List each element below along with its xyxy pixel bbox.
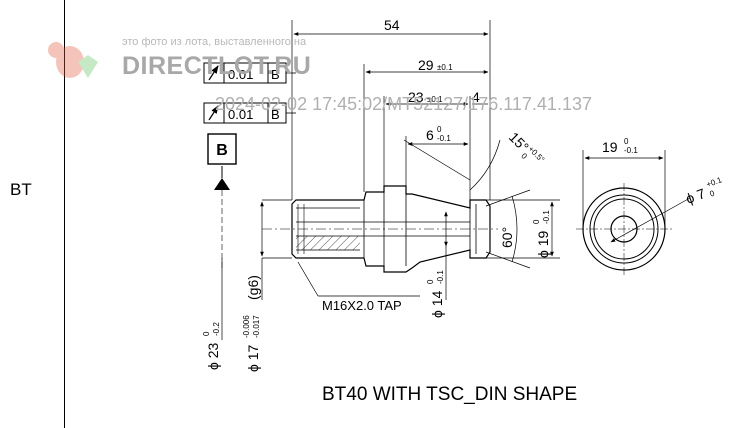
dia19-end-tol-lo: -0.1 (624, 146, 638, 155)
svg-text:0: 0 (532, 219, 541, 224)
dim-23: 23 (408, 89, 424, 105)
runout-1-datum: B (271, 67, 280, 82)
svg-text:ϕ 7: ϕ 7 (684, 185, 708, 207)
dim-overall: 54 (384, 17, 400, 33)
watermark-stamp: 2024-02-02 17:45:02/MT52127/176.117.41.1… (215, 94, 592, 114)
dim-6: 6 (426, 127, 434, 143)
svg-text:-0.2: -0.2 (212, 322, 221, 336)
svg-text:ϕ 14: ϕ 14 (429, 290, 445, 318)
svg-text:-0.1: -0.1 (436, 270, 445, 284)
dia19-side-dimension (470, 199, 560, 259)
dim-6-tol-lo: -0.1 (437, 134, 451, 143)
angle-15-label: 15° +0.5° 0 (506, 129, 546, 164)
thread-leader (297, 261, 420, 297)
dia7-label: ϕ 7 +0.1 0 (684, 175, 724, 207)
dia23-label: ϕ 23 0 -0.2 (202, 322, 221, 370)
datum-b-marker (214, 166, 230, 270)
datum-b-box (207, 133, 237, 165)
watermark-squirrel-icon (48, 42, 98, 78)
runout-2-datum: B (271, 107, 280, 122)
pull-stud-side-view (262, 185, 498, 273)
horizontal-dimensions (291, 20, 501, 200)
watermark-caption: это фото из лота, выставленного на (122, 36, 307, 48)
svg-text:0: 0 (202, 331, 211, 336)
dia23-dimension (221, 199, 292, 340)
drawing-caption: BT40 WITH TSC_DIN SHAPE (322, 384, 578, 405)
dim-29: 29 (418, 57, 434, 73)
dia19-end-tol-up: 0 (624, 137, 629, 146)
sidebar-label: BT (10, 180, 32, 199)
svg-text:0: 0 (426, 279, 435, 284)
svg-text:ϕ 23: ϕ 23 (205, 342, 221, 370)
svg-text:-0.1: -0.1 (542, 210, 551, 224)
svg-text:-0.006: -0.006 (242, 315, 251, 338)
angle-60 (485, 189, 531, 269)
svg-text:(g6): (g6) (245, 275, 261, 300)
pull-stud-end-view (576, 150, 691, 275)
runout-1-value: 0.01 (228, 67, 253, 82)
svg-text:0: 0 (519, 151, 529, 161)
section-hatch (296, 236, 360, 250)
runout-frame-2: 0.01 B (203, 102, 296, 124)
dia14-label: ϕ 14 0 -0.1 (426, 270, 445, 318)
dim-4: 4 (472, 89, 480, 105)
svg-text:ϕ 19: ϕ 19 (535, 230, 551, 258)
sidebar-divider (64, 0, 65, 428)
svg-text:+0.1: +0.1 (705, 175, 723, 189)
angle-60-label: 60° (499, 227, 515, 248)
svg-text:-0.017: -0.017 (252, 315, 261, 338)
dim-23-tol: ±0.1 (427, 95, 443, 104)
svg-text:+0.5°: +0.5° (526, 144, 546, 164)
runout-2-value: 0.01 (228, 107, 253, 122)
dim-6-tol-up: 0 (437, 125, 442, 134)
dia19-side-label: ϕ 19 0 -0.1 (532, 210, 551, 258)
svg-text:ϕ 17: ϕ 17 (245, 344, 261, 372)
dia19-end-label: 19 (602, 139, 618, 155)
dim-29-tol: ±0.1 (437, 63, 453, 72)
dia17-label: ϕ 17 -0.006 -0.017 (g6) (242, 275, 261, 372)
runout-frame-1: 0.01 B (203, 62, 296, 84)
watermark-logo: DIRECTLOT.RU (122, 52, 312, 80)
thread-label: M16X2.0 TAP (322, 298, 402, 313)
datum-b-label: B (216, 142, 228, 159)
svg-text:0: 0 (709, 188, 717, 198)
